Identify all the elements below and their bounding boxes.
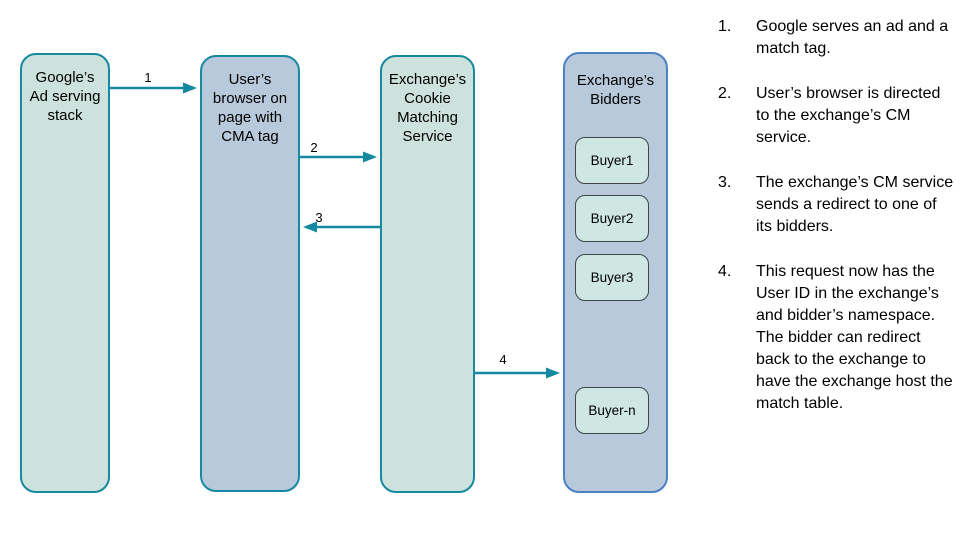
step-item-1: 1. Google serves an ad and a match tag. xyxy=(712,16,956,60)
arrow-1-label: 1 xyxy=(144,70,152,85)
arrow-2-label: 2 xyxy=(310,140,318,155)
buyer-box-n: Buyer-n xyxy=(575,387,649,434)
node-exchange-bidders: Exchange’s Bidders Buyer1 Buyer2 Buyer3 … xyxy=(563,52,668,493)
step-2-text: User’s browser is directed to the exchan… xyxy=(756,85,941,146)
arrow-4-label: 4 xyxy=(499,352,507,367)
buyer-2-label: Buyer2 xyxy=(590,211,634,226)
node-browser-label: User’s browser on page with CMA tag xyxy=(212,71,288,145)
node-cookie-matching-service: Exchange’s Cookie Matching Service xyxy=(380,55,475,493)
arrow-4-head xyxy=(546,367,560,379)
buyer-n-label: Buyer-n xyxy=(588,403,636,418)
arrow-2-head xyxy=(363,151,377,163)
step-item-3: 3. The exchange’s CM service sends a red… xyxy=(712,172,956,238)
buyer-1-label: Buyer1 xyxy=(590,153,634,168)
step-3-text: The exchange’s CM service sends a redire… xyxy=(756,174,954,235)
buyer-3-label: Buyer3 xyxy=(590,270,634,285)
node-cm-service-label: Exchange’s Cookie Matching Service xyxy=(388,71,467,145)
step-4-text: This request now has the User ID in the … xyxy=(756,263,953,412)
buyer-box-3: Buyer3 xyxy=(575,254,649,301)
step-1-number: 1. xyxy=(718,18,732,35)
node-google-ad-serving-stack: Google’s Ad serving stack xyxy=(20,53,110,493)
node-users-browser: User’s browser on page with CMA tag xyxy=(200,55,300,492)
arrow-3-label: 3 xyxy=(315,210,323,225)
node-bidders-label: Exchange’s Bidders xyxy=(576,72,655,108)
node-google-label: Google’s Ad serving stack xyxy=(29,69,101,124)
buyer-box-2: Buyer2 xyxy=(575,195,649,242)
arrow-4 xyxy=(475,367,560,379)
step-item-2: 2. User’s browser is directed to the exc… xyxy=(712,83,956,149)
arrow-1-head xyxy=(183,82,197,94)
steps-list: 1. Google serves an ad and a match tag. … xyxy=(712,16,956,438)
buyer-box-1: Buyer1 xyxy=(575,137,649,184)
step-2-number: 2. xyxy=(718,85,732,102)
step-3-number: 3. xyxy=(718,174,732,191)
step-4-number: 4. xyxy=(718,263,732,280)
step-item-4: 4. This request now has the User ID in t… xyxy=(712,261,956,415)
step-1-text: Google serves an ad and a match tag. xyxy=(756,18,949,57)
